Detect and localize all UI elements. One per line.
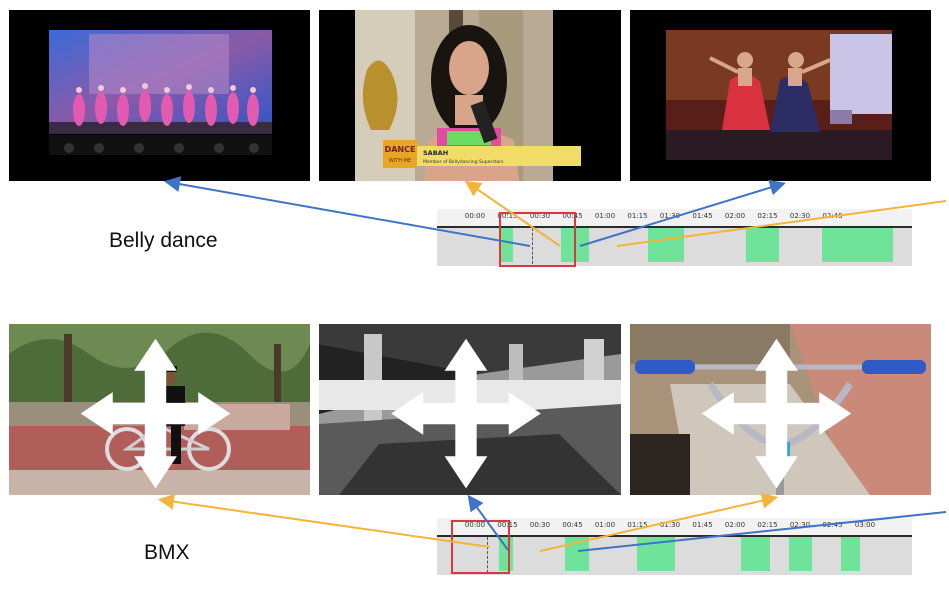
move-icon (701, 338, 852, 489)
highlight-box-bmx (451, 520, 510, 574)
caption-badge-top: DANCE (385, 145, 416, 154)
timeline-tick-label: 02:30 (789, 521, 811, 529)
timeline-tick-label: 01:30 (659, 521, 681, 529)
timeline-tick-label: 01:30 (659, 212, 681, 220)
underpass-frame (319, 324, 621, 495)
timeline-playhead (486, 537, 488, 573)
timeline-tick-label: 00:45 (562, 521, 583, 529)
timeline-tick-label: 02:15 (757, 212, 778, 220)
rider-with-bike-frame (9, 324, 310, 495)
move-icon (80, 338, 231, 489)
timeline-segment (745, 228, 779, 262)
timeline-tick-label: 01:15 (627, 521, 648, 529)
timeline-tick-label: 00:45 (562, 212, 583, 220)
dancers-frame (630, 10, 931, 181)
timeline-tick-label: 00:30 (529, 521, 551, 529)
caption-subtitle: Member of Bellydancing Superstars (423, 159, 504, 165)
interview-frame: DANCE WITH ME SABAH Member of Bellydanci… (319, 10, 621, 181)
timeline-segment (636, 537, 675, 571)
timeline-tick-label: 02:00 (724, 521, 746, 529)
handlebar-frame (630, 324, 931, 495)
caption-badge-bottom: WITH ME (389, 158, 411, 164)
timeline-tick-label: 02:30 (789, 212, 811, 220)
timeline-tick-label: 02:15 (757, 521, 778, 529)
row-label-belly-dance: Belly dance (109, 229, 218, 252)
timeline-tick-label: 01:15 (627, 212, 648, 220)
highlight-box-belly-dance (499, 212, 576, 267)
timeline-tick-label: 02:00 (724, 212, 746, 220)
timeline-tick-label: 01:45 (692, 212, 713, 220)
timeline-tick-label: 01:45 (692, 521, 713, 529)
timeline-segment (741, 537, 770, 571)
timeline-tick-label: 01:00 (594, 521, 616, 529)
move-icon (391, 338, 541, 489)
timeline-tick-label: 02:45 (822, 212, 843, 220)
timeline-tick-label: 02:45 (822, 521, 843, 529)
timeline-segment (840, 537, 860, 571)
row-label-bmx: BMX (144, 541, 190, 564)
timeline-tick-label: 01:00 (594, 212, 616, 220)
timeline-segment (648, 228, 684, 262)
timeline-segment (565, 537, 589, 571)
caption-name: SABAH (423, 149, 448, 157)
timeline-segment (821, 228, 893, 262)
dance-stage-frame (9, 10, 310, 181)
timeline-segment (788, 537, 813, 571)
timeline-tick-label: 00:00 (464, 212, 486, 220)
timeline-tick-label: 03:00 (854, 521, 876, 529)
